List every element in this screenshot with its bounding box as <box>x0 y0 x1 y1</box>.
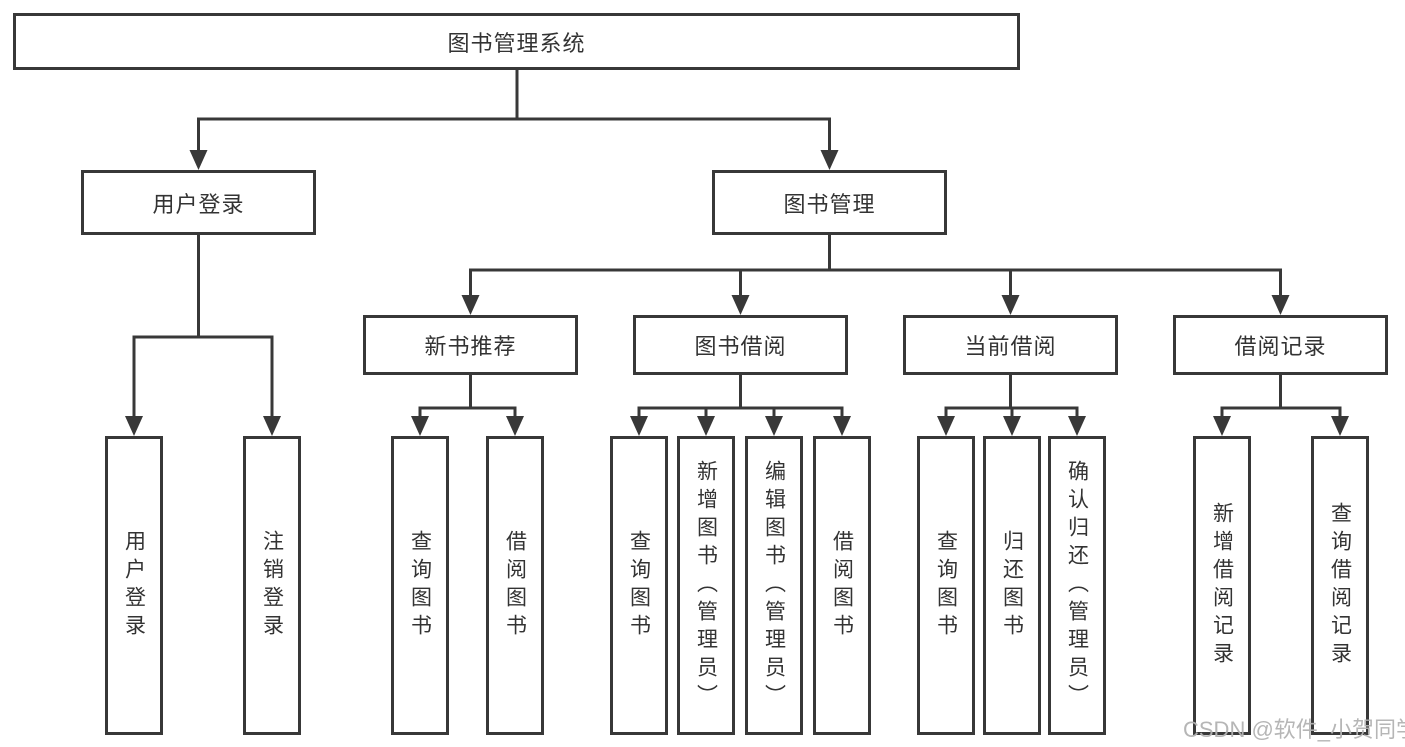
node-book-borrow: 图书借阅 <box>633 315 848 375</box>
node-current-borrow: 当前借阅 <box>903 315 1118 375</box>
leaf-user-login-label: 用户登录 <box>122 529 146 642</box>
leaf-label: 借阅图书 <box>830 529 854 642</box>
leaf-query-book-recommend: 查询图书 <box>391 436 449 735</box>
node-user-login: 用户登录 <box>81 170 316 235</box>
leaf-logout-label: 注销登录 <box>260 529 284 642</box>
node-borrow-records-label: 借阅记录 <box>1234 334 1327 359</box>
leaf-confirm-return-admin: 确认归还（管理员） <box>1048 436 1106 735</box>
node-new-book-recommend-label: 新书推荐 <box>424 334 517 359</box>
leaf-label: 归还图书 <box>1000 529 1024 642</box>
leaf-label: 查询图书 <box>408 529 432 642</box>
node-borrow-records: 借阅记录 <box>1173 315 1388 375</box>
leaf-label: 查询借阅记录 <box>1328 501 1352 670</box>
node-user-login-label: 用户登录 <box>152 191 245 217</box>
connector-user-login-children <box>125 235 281 436</box>
leaf-label: 新增借阅记录 <box>1210 501 1234 670</box>
node-root-label: 图书管理系统 <box>447 30 586 56</box>
connector-borrow-records-children <box>1213 375 1349 436</box>
leaf-edit-book-admin: 编辑图书（管理员） <box>745 436 803 735</box>
connector-new-book-recommend-children <box>411 375 524 436</box>
csdn-watermark: CSDN @软件_小贺同学 <box>1183 717 1405 742</box>
leaf-label: 确认归还（管理员） <box>1065 459 1089 712</box>
node-new-book-recommend: 新书推荐 <box>363 315 578 375</box>
node-current-borrow-label: 当前借阅 <box>964 334 1057 359</box>
leaf-borrow-book: 借阅图书 <box>813 436 871 735</box>
leaf-add-book-admin: 新增图书（管理员） <box>677 436 735 735</box>
node-root: 图书管理系统 <box>13 13 1020 70</box>
leaf-query-book-current: 查询图书 <box>917 436 975 735</box>
leaf-logout: 注销登录 <box>243 436 301 735</box>
node-book-mgmt: 图书管理 <box>712 170 947 235</box>
leaf-add-borrow-record: 新增借阅记录 <box>1193 436 1251 735</box>
connector-book-borrow-children <box>630 375 851 436</box>
leaf-return-book: 归还图书 <box>983 436 1041 735</box>
connector-root-to-level2 <box>189 70 839 170</box>
node-book-borrow-label: 图书借阅 <box>694 334 787 359</box>
leaf-label: 新增图书（管理员） <box>694 459 718 712</box>
leaf-user-login: 用户登录 <box>105 436 163 735</box>
leaf-query-book-borrow: 查询图书 <box>610 436 668 735</box>
node-book-mgmt-label: 图书管理 <box>783 191 876 217</box>
leaf-borrow-book-recommend: 借阅图书 <box>486 436 544 735</box>
leaf-label: 查询图书 <box>934 529 958 642</box>
leaf-label: 借阅图书 <box>503 529 527 642</box>
connector-current-borrow-children <box>937 375 1086 436</box>
leaf-label: 编辑图书（管理员） <box>762 459 786 712</box>
connector-book-mgmt-children <box>461 235 1290 315</box>
leaf-label: 查询图书 <box>627 529 651 642</box>
leaf-query-borrow-record: 查询借阅记录 <box>1311 436 1369 735</box>
